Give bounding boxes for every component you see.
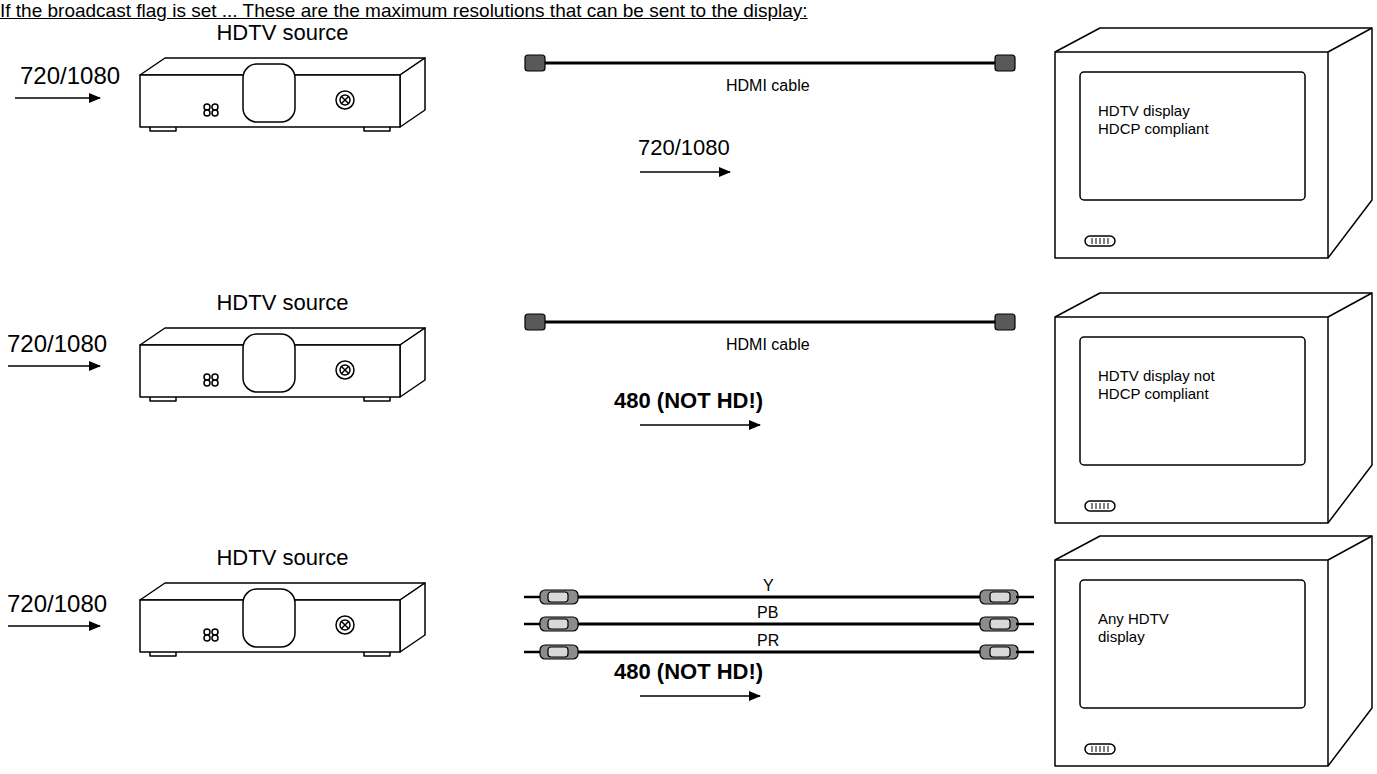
resolution-label: 720/1080	[636, 135, 732, 161]
cable-label: Y	[761, 576, 776, 595]
display-screen: Any HDTV display	[1080, 580, 1305, 708]
display-label: HDTV display HDCP compliant	[1098, 102, 1228, 138]
monitor-drawing	[1055, 293, 1372, 523]
device-heading: HDTV source	[216, 290, 348, 316]
resolution-label: 720/1080	[5, 330, 109, 359]
display-label: HDTV display not HDCP compliant	[1098, 367, 1228, 403]
cable-label: HDMI cable	[724, 335, 812, 354]
input-arrow	[15, 97, 100, 99]
display-label: Any HDTV display	[1098, 610, 1208, 646]
cable-label: PB	[755, 603, 780, 622]
device-heading: HDTV source	[216, 20, 348, 46]
monitor-drawing	[1055, 28, 1372, 258]
signal-arrow	[640, 424, 760, 426]
display-screen: HDTV display HDCP compliant	[1080, 72, 1305, 200]
component-cable-drawing	[524, 590, 1034, 604]
device-heading: HDTV source	[216, 545, 348, 571]
cable-label: HDMI cable	[724, 76, 812, 95]
resolution-label: 720/1080	[18, 62, 122, 91]
signal-arrow	[640, 171, 730, 173]
page-title: If the broadcast flag is set ... These a…	[0, 0, 811, 22]
cable-label: PR	[755, 631, 781, 650]
source-box-drawing	[140, 583, 425, 656]
input-arrow	[8, 625, 100, 627]
signal-arrow	[640, 695, 760, 697]
source-box-drawing	[140, 328, 425, 401]
monitor-drawing	[1055, 536, 1372, 766]
hdmi-cable-drawing	[525, 314, 1015, 330]
source-box-drawing	[140, 58, 425, 131]
display-screen: HDTV display not HDCP compliant	[1080, 337, 1305, 465]
source-device: HDTV source	[140, 328, 425, 398]
source-device: HDTV source	[140, 583, 425, 653]
hdmi-cable-drawing	[525, 55, 1015, 71]
resolution-label: 720/1080	[5, 590, 109, 619]
resolution-label: 480 (NOT HD!)	[612, 659, 765, 685]
resolution-label: 480 (NOT HD!)	[612, 388, 765, 414]
input-arrow	[8, 365, 100, 367]
source-device: HDTV source	[140, 58, 425, 128]
